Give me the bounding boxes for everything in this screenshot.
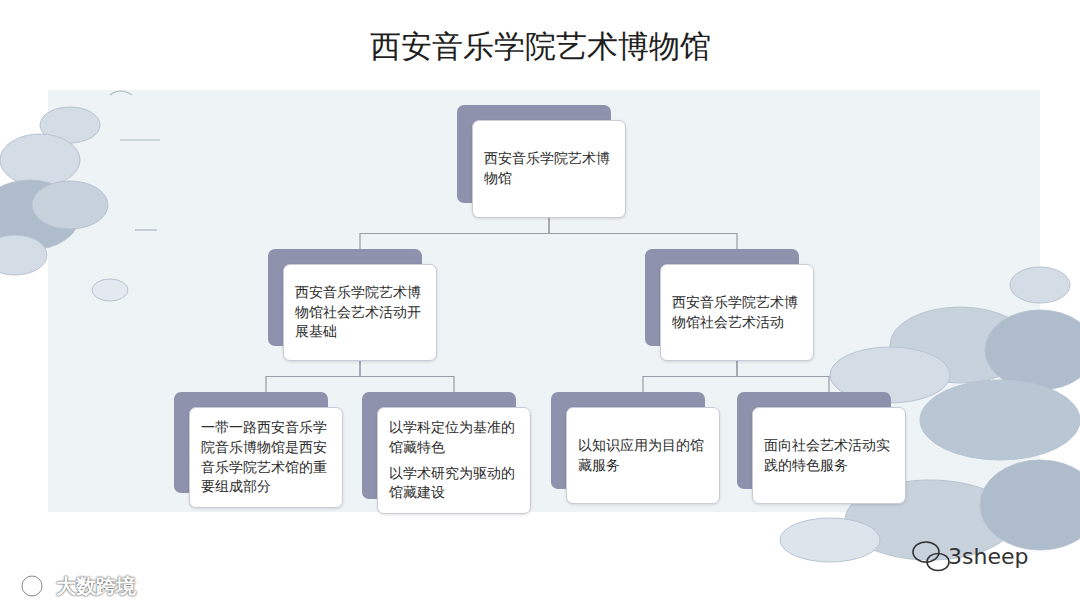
process-box: 西安音乐学院艺术博物馆社会艺术活动开展基础 — [283, 264, 437, 361]
process-box: 西安音乐学院艺术博物馆 — [472, 120, 626, 218]
logo-left — [22, 576, 42, 596]
background-panel — [48, 90, 1040, 512]
watermark: 3sheep — [948, 544, 1028, 569]
process-box: 以学科定位为基准的馆藏特色以学术研究为驱动的馆藏建设 — [377, 407, 531, 514]
box-text: 一带一路西安音乐学院音乐博物馆是西安音乐学院艺术馆的重要组成部分 — [201, 418, 331, 496]
diagram-title: 西安音乐学院艺术博物馆 — [0, 26, 1080, 68]
box-text: 面向社会艺术活动实践的特色服务 — [764, 436, 894, 475]
wechat-icon — [913, 542, 949, 571]
box-text: 以学科定位为基准的馆藏特色 — [389, 418, 519, 457]
watermark: 大数跨境 — [56, 573, 136, 600]
box-text: 西安音乐学院艺术博物馆社会艺术活动 — [672, 293, 802, 332]
box-text: 以知识应用为目的馆藏服务 — [578, 436, 708, 475]
wind-lines — [110, 91, 1015, 370]
process-box: 面向社会艺术活动实践的特色服务 — [752, 407, 906, 504]
process-box: 以知识应用为目的馆藏服务 — [566, 407, 720, 504]
process-box: 一带一路西安音乐学院音乐博物馆是西安音乐学院艺术馆的重要组成部分 — [189, 407, 343, 508]
box-text: 西安音乐学院艺术博物馆 — [484, 149, 614, 188]
box-text: 以学术研究为驱动的馆藏建设 — [389, 464, 519, 503]
box-text: 西安音乐学院艺术博物馆社会艺术活动开展基础 — [295, 283, 425, 342]
cloud-left — [0, 107, 128, 301]
process-box: 西安音乐学院艺术博物馆社会艺术活动 — [660, 264, 814, 361]
